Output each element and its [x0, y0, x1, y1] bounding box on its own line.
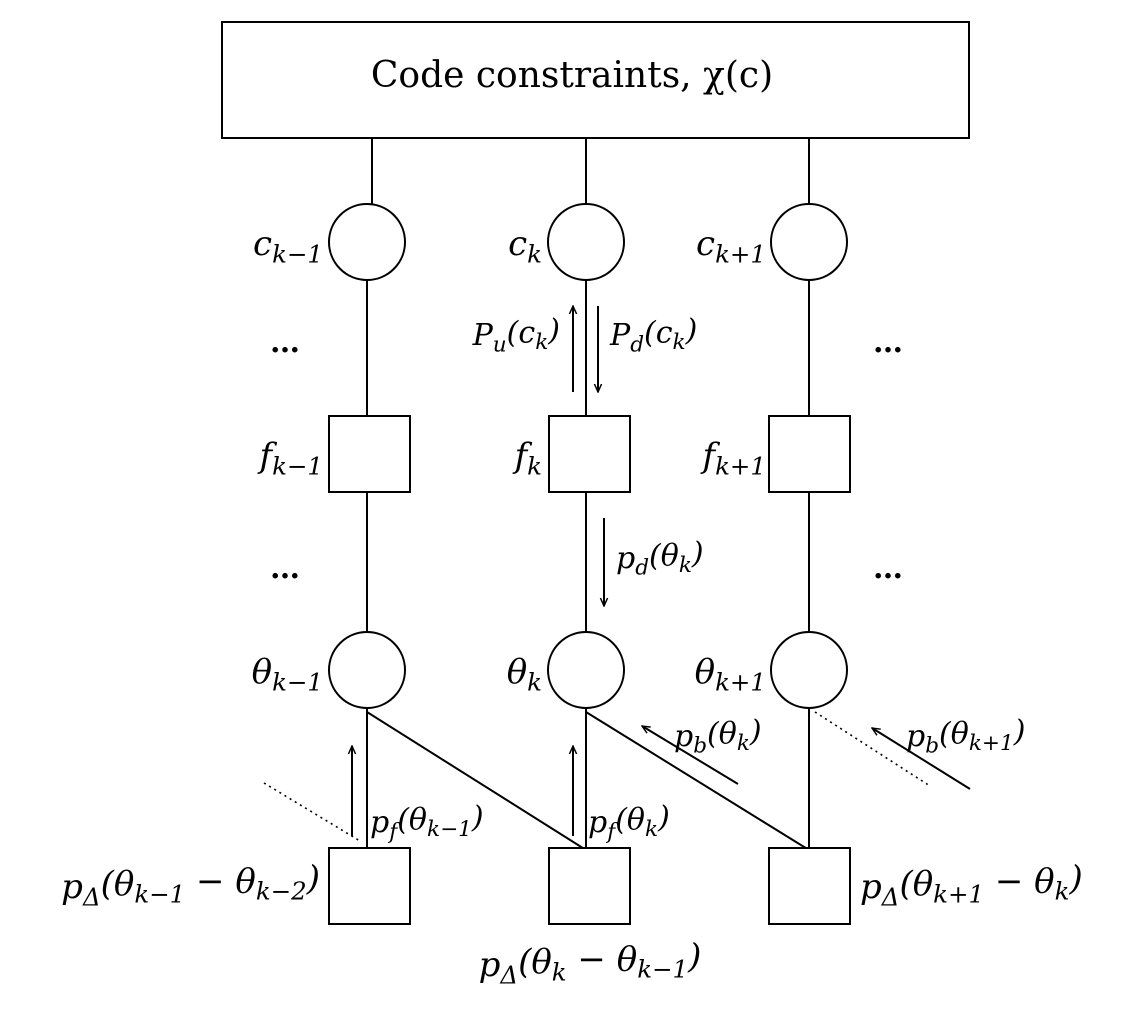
dots-upper-left: …	[270, 325, 300, 360]
transition-label-left: pΔ(θk−1 − θk−2)	[61, 858, 320, 911]
factor-label-f-prev: fk−1	[257, 436, 324, 480]
transition-label-center: pΔ(θk − θk−1)	[479, 936, 702, 989]
dots-upper-right: …	[873, 325, 903, 360]
transition-factor-node-k	[548, 847, 631, 925]
message-label-backward: pb(θk)	[674, 714, 762, 759]
phase-label-theta-prev: θk−1	[252, 652, 323, 696]
symbol-label-c-prev: ck−1	[253, 224, 323, 268]
symbol-label-c-k: ck	[508, 224, 542, 268]
symbol-node-c-k	[547, 203, 625, 281]
dots-lower-right: …	[873, 551, 903, 586]
message-label-forward: pf(θk)	[588, 800, 670, 845]
factor-node-f-k	[548, 415, 631, 493]
message-label-down: Pd(ck)	[609, 313, 697, 358]
edge-dotted-left	[263, 782, 361, 842]
symbol-node-c-prev	[328, 203, 406, 281]
dots-lower-left: …	[270, 551, 300, 586]
transition-label-right: pΔ(θk+1 − θk)	[860, 858, 1083, 911]
phase-node-theta-next	[770, 631, 848, 709]
edge-diagonal-theta-prev-to-pdelta-k	[366, 711, 587, 851]
code-constraints-box	[221, 21, 970, 139]
message-label-up: Pu(ck)	[472, 313, 560, 358]
phase-label-theta-next: θk+1	[695, 652, 766, 696]
message-label-phase-down: pd(θk)	[616, 536, 704, 581]
factor-node-f-prev	[328, 415, 411, 493]
phase-node-theta-prev	[328, 631, 406, 709]
edge-diagonal-theta-k-to-pdelta-next	[585, 711, 810, 851]
phase-node-theta-k	[547, 631, 625, 709]
factor-label-f-k: fk	[512, 436, 542, 480]
symbol-node-c-next	[770, 203, 848, 281]
message-label-forward-prev: pf(θk−1)	[370, 800, 484, 845]
factor-label-f-next: fk+1	[700, 436, 767, 480]
transition-factor-node-next	[768, 847, 851, 925]
code-constraints-label: Code constraints, χ(c)	[371, 55, 773, 96]
message-label-backward-next: pb(θk+1)	[906, 714, 1025, 759]
factor-node-f-next	[768, 415, 851, 493]
transition-factor-node-prev	[328, 847, 411, 925]
arrow-backward-next-message	[872, 728, 971, 790]
symbol-label-c-next: ck+1	[696, 224, 766, 268]
phase-label-theta-k: θk	[507, 652, 542, 696]
arrow-backward-message	[642, 726, 739, 785]
